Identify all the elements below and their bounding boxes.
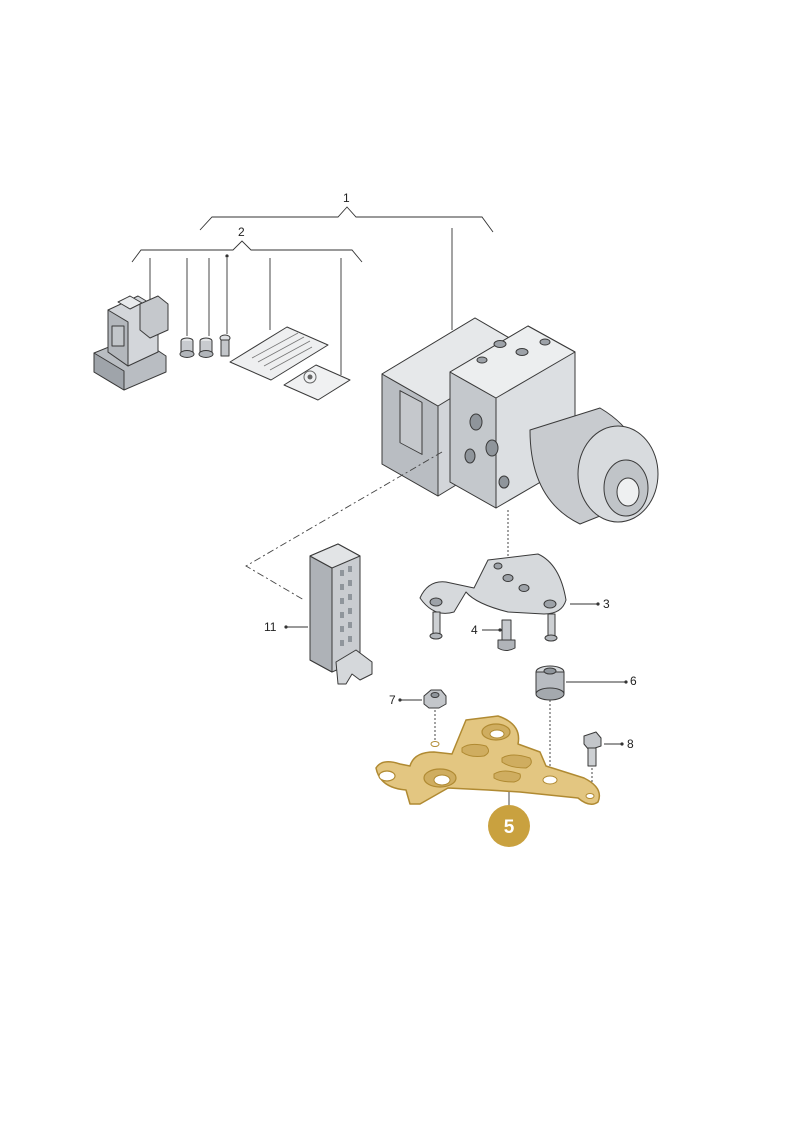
plug-icon[interactable] [179, 337, 195, 358]
rubber-mount-icon[interactable] [535, 665, 565, 701]
control-unit-icon[interactable] [93, 295, 169, 391]
callout-1[interactable]: 1 [343, 191, 350, 205]
abs-hydraulic-unit-icon[interactable] [381, 317, 659, 525]
bolt-icon[interactable] [583, 731, 602, 767]
callout-2[interactable]: 2 [238, 225, 245, 239]
connector-link-line [245, 451, 443, 601]
group-bracket-2: 2 [131, 225, 363, 375]
connector-housing-icon[interactable] [309, 543, 373, 685]
callout-4[interactable]: 4 [471, 623, 478, 637]
mounting-bracket-icon[interactable] [375, 715, 601, 805]
callout-11[interactable]: 11 [264, 620, 277, 634]
plug-icon[interactable] [198, 337, 214, 358]
bolt-icon[interactable] [497, 619, 516, 651]
callout-6[interactable]: 6 [630, 674, 637, 688]
instruction-sheet-icon[interactable] [229, 326, 329, 381]
callout-8[interactable]: 8 [627, 737, 634, 751]
sticker-icon[interactable] [283, 364, 351, 401]
callout-3[interactable]: 3 [603, 597, 610, 611]
group-bracket-1: 1 [199, 191, 494, 330]
callout-7[interactable]: 7 [389, 693, 396, 707]
nut-icon[interactable] [423, 689, 447, 709]
bracket-icon[interactable] [419, 553, 567, 642]
highlight-badge[interactable]: 5 [488, 805, 530, 847]
bolt-icon[interactable] [219, 334, 231, 357]
highlight-part-number: 5 [504, 817, 515, 838]
